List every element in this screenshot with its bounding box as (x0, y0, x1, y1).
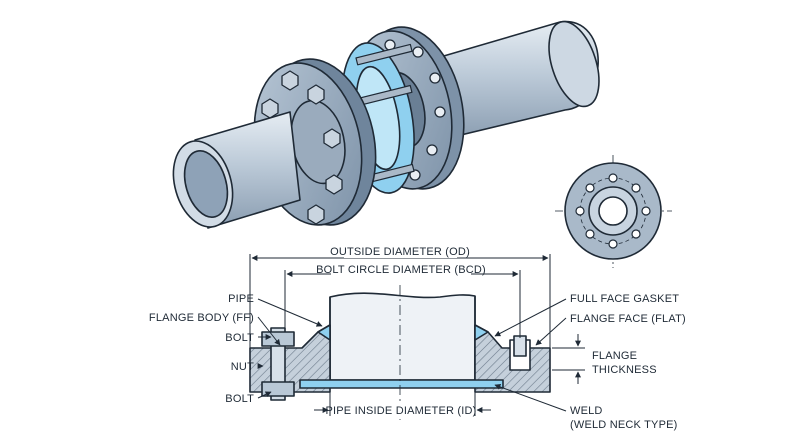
bolt-top-label: BOLT (225, 332, 254, 344)
gasket-section (299, 379, 504, 389)
bolt-holes (575, 173, 651, 249)
weld-left (317, 324, 331, 341)
cross-section (249, 285, 551, 420)
pipe-assembly-3d (172, 20, 600, 229)
thickness-label-line1: FLANGE (592, 350, 637, 362)
id-label: PIPE INSIDE DIAMETER (ID) (325, 405, 476, 417)
weld-label-line2: (WELD NECK TYPE) (570, 419, 678, 431)
nut-label: NUT (231, 361, 254, 373)
weld-right (474, 324, 489, 341)
pipe-section (329, 292, 476, 381)
flange-body-label: FLANGE BODY (FF) (149, 312, 254, 324)
bcd-label: BOLT CIRCLE DIAMETER (BCD) (316, 264, 486, 276)
left-pipe (172, 111, 301, 229)
right-pipe (429, 20, 600, 141)
od-label: OUTSIDE DIAMETER (OD) (330, 246, 470, 258)
bolt-bottom-label: BOLT (225, 393, 254, 405)
bolt-hole-right (509, 335, 531, 371)
flange-face-label: FLANGE FACE (FLAT) (570, 313, 686, 325)
thickness-label-line2: THICKNESS (592, 364, 657, 376)
pipe-label: PIPE (228, 293, 254, 305)
flange-front-view (555, 155, 672, 268)
weld-label-line1: WELD (570, 405, 603, 417)
labels: OUTSIDE DIAMETER (OD) BOLT CIRCLE DIAMET… (149, 244, 686, 431)
gasket-label: FULL FACE GASKET (570, 293, 679, 305)
